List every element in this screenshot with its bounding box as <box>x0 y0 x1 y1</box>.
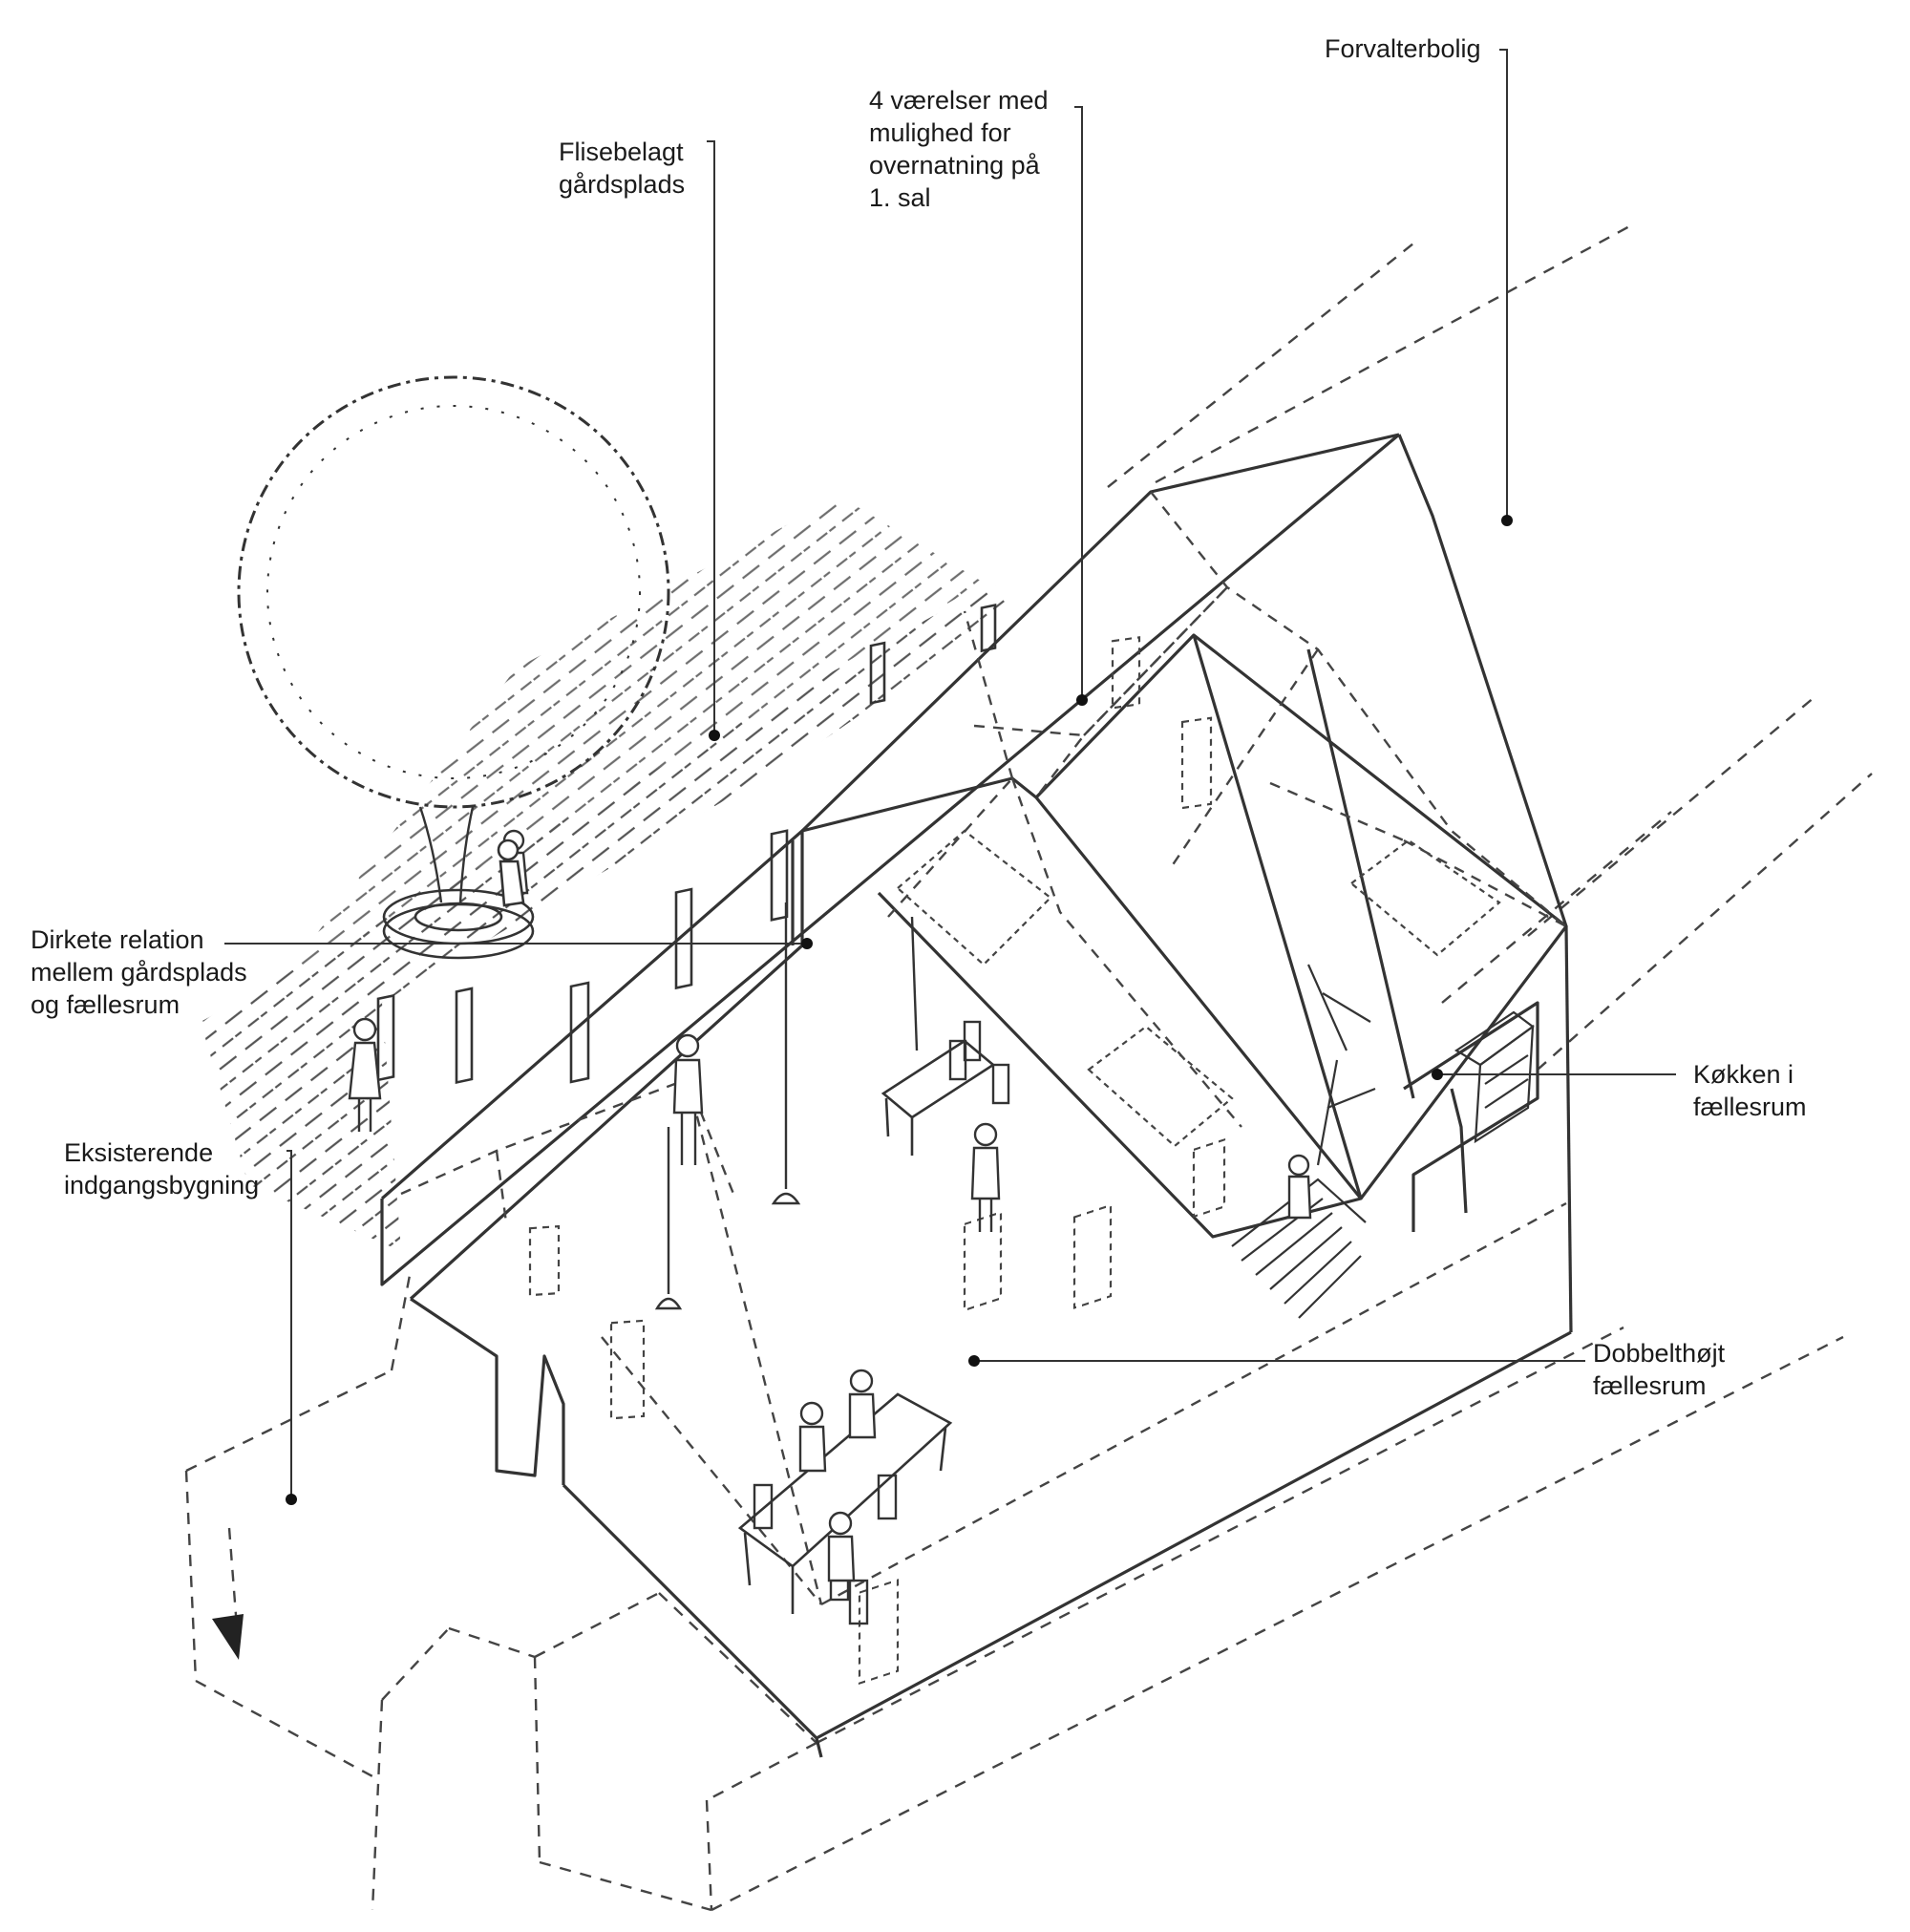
courtyard-paving-far <box>286 497 984 974</box>
bed-icon <box>1087 1025 1234 1148</box>
label-koekken: Køkken i fællesrum <box>1693 1058 1807 1123</box>
label-line: mellem gårdsplads <box>31 958 247 987</box>
leader-dots <box>286 515 1513 1505</box>
label-line: Dirkete relation <box>31 925 204 954</box>
bed-icons <box>896 829 1501 1148</box>
person-icon <box>1287 1154 1312 1220</box>
person-icon <box>848 1369 877 1439</box>
person-icon <box>798 1401 827 1473</box>
hidden-windows <box>528 636 1226 1686</box>
bed-icon <box>896 829 1052 966</box>
staircase-icon <box>1231 964 1376 1319</box>
label-line: overnatning på <box>869 151 1040 180</box>
label-dobbelthoejt: Dobbelthøjt fællesrum <box>1593 1337 1725 1402</box>
label-line: fællesrum <box>1593 1371 1707 1400</box>
person-icon <box>348 1017 382 1132</box>
bed-icon <box>1349 839 1501 957</box>
label-line: og fællesrum <box>31 990 180 1019</box>
person-icon <box>970 1122 1001 1232</box>
courtyard-windows <box>376 603 997 1084</box>
leader-lines <box>224 49 1676 1499</box>
person-icon <box>672 1033 704 1165</box>
label-line: Forvalterbolig <box>1325 34 1481 63</box>
chairs <box>753 1020 1010 1625</box>
label-vaerelser: 4 værelser med mulighed for overnatning … <box>869 84 1049 214</box>
label-line: Køkken i <box>1693 1060 1794 1089</box>
label-flisebelagt: Flisebelagt gårdsplads <box>559 136 685 201</box>
label-line: Flisebelagt <box>559 138 684 166</box>
label-line: 1. sal <box>869 183 931 212</box>
label-line: indgangsbygning <box>64 1171 260 1200</box>
label-forvalterbolig: Forvalterbolig <box>1325 32 1481 65</box>
kitchen-cabinet-icon <box>1454 1010 1535 1144</box>
site-extension-lines <box>184 223 1873 1912</box>
round-bench-icon <box>382 839 535 960</box>
label-line: fællesrum <box>1693 1093 1807 1121</box>
label-line: mulighed for <box>869 118 1011 147</box>
north-arrow-icon <box>212 1614 244 1660</box>
courtyard-paving <box>201 583 1012 1251</box>
label-eksisterende: Eksisterende indgangsbygning <box>64 1136 259 1201</box>
label-line: Eksisterende <box>64 1138 214 1167</box>
label-line: gårdsplads <box>559 170 686 199</box>
person-icon <box>827 1511 856 1582</box>
label-line: Dobbelthøjt <box>1593 1339 1726 1368</box>
dining-table-icon <box>737 1039 996 1614</box>
pendant-lamp-icon <box>654 902 919 1310</box>
label-line: 4 værelser med <box>869 86 1049 115</box>
label-dirkete: Dirkete relation mellem gårdsplads og fæ… <box>31 924 247 1021</box>
